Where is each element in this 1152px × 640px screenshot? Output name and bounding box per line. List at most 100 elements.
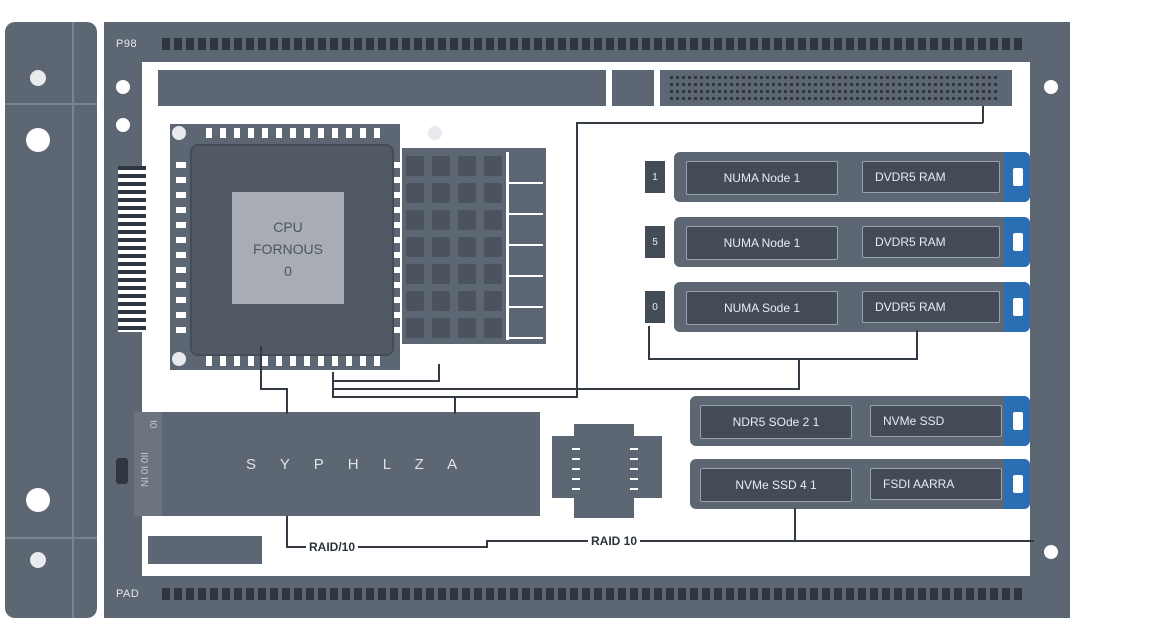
connector-pin — [222, 588, 230, 600]
connector-pin — [954, 38, 962, 50]
connector-pin — [426, 38, 434, 50]
connector-pin — [738, 38, 746, 50]
connector-pin — [786, 588, 794, 600]
vrm-trace — [509, 306, 543, 308]
trace — [260, 388, 286, 390]
connector-pin — [118, 246, 146, 250]
raid-label-left: RAID/10 — [306, 540, 359, 554]
cpu-pin — [176, 297, 186, 303]
connector-pin — [390, 588, 398, 600]
connector-pin — [450, 38, 458, 50]
connector-pin — [978, 588, 986, 600]
cpu-pin — [332, 356, 338, 366]
connector-pin — [774, 38, 782, 50]
trace — [286, 516, 288, 548]
connector-pin — [306, 38, 314, 50]
connector-pin — [750, 588, 758, 600]
cpu-pin — [206, 356, 212, 366]
connector-pin — [198, 38, 206, 50]
connector-pin — [118, 238, 146, 242]
chipset-side-text: NI 0I 0II — [140, 452, 151, 488]
connector-pin — [714, 588, 722, 600]
connector-pin — [342, 38, 350, 50]
connector-pin — [642, 588, 650, 600]
connector-pin — [846, 588, 854, 600]
controller-pin — [572, 488, 580, 490]
cpu-pin — [176, 252, 186, 258]
cpu-pin — [176, 327, 186, 333]
connector-pin — [906, 588, 914, 600]
slot-latch[interactable] — [1004, 282, 1030, 332]
connector-pin — [918, 38, 926, 50]
connector-pin — [858, 38, 866, 50]
connector-pin — [546, 38, 554, 50]
trace — [794, 508, 796, 542]
vrm-cell — [432, 264, 450, 284]
connector-pin — [162, 38, 170, 50]
trace — [332, 372, 334, 398]
latch-clip-icon — [1013, 298, 1023, 316]
connector-pin — [486, 38, 494, 50]
cpu-pin — [304, 356, 310, 366]
cpu-pin — [394, 327, 404, 333]
slot-latch[interactable] — [1004, 217, 1030, 267]
cpu-pin — [176, 222, 186, 228]
vrm-trace — [509, 182, 543, 184]
connector-pin — [1014, 588, 1022, 600]
connector-pin — [438, 38, 446, 50]
cpu-pin — [346, 128, 352, 138]
memory-node-label: NUMA Sode 1 — [686, 291, 838, 325]
connector-pin — [570, 38, 578, 50]
cpu-pin — [394, 222, 404, 228]
controller-pin — [572, 458, 580, 460]
connector-pin — [318, 588, 326, 600]
controller-pin — [630, 478, 638, 480]
cpu-pin — [360, 128, 366, 138]
connector-pin — [342, 588, 350, 600]
connector-pin — [630, 38, 638, 50]
connector-pin — [354, 588, 362, 600]
vrm-cell — [458, 264, 476, 284]
connector-pin — [558, 588, 566, 600]
chipset: S Y P H L Z A — [162, 412, 540, 516]
vrm-cell — [406, 156, 424, 176]
connector-pin — [162, 588, 170, 600]
connector-pin — [762, 588, 770, 600]
cpu-pin — [220, 128, 226, 138]
connector-pin — [462, 38, 470, 50]
top-connector-strip — [162, 38, 1022, 50]
connector-pin — [702, 588, 710, 600]
storage-type-label: FSDI AARRA — [870, 468, 1002, 500]
connector-pin — [906, 38, 914, 50]
connector-pin — [762, 38, 770, 50]
slot-latch[interactable] — [1004, 152, 1030, 202]
connector-pin — [474, 588, 482, 600]
cpu-pin — [276, 128, 282, 138]
connector-pin — [118, 302, 146, 306]
socket-screw — [172, 352, 186, 366]
cpu-label-line2: FORNOUS — [253, 241, 323, 257]
mounting-hole — [30, 552, 46, 568]
slot-latch[interactable] — [1004, 459, 1030, 509]
board-hole — [116, 80, 130, 94]
cpu-pin — [290, 356, 296, 366]
header-pin-row — [670, 97, 1000, 100]
connector-pin — [378, 588, 386, 600]
cpu-pin — [248, 128, 254, 138]
connector-pin — [294, 38, 302, 50]
header-pin-row — [670, 83, 1000, 86]
connector-pin — [546, 588, 554, 600]
mounting-hole — [26, 488, 50, 512]
trace — [332, 396, 578, 398]
connector-pin — [618, 38, 626, 50]
memory-slot-index: 5 — [645, 226, 665, 258]
rail-divider — [5, 103, 97, 105]
bottom-connector-strip — [162, 588, 1022, 600]
connector-pin — [774, 588, 782, 600]
slot-latch[interactable] — [1004, 396, 1030, 446]
